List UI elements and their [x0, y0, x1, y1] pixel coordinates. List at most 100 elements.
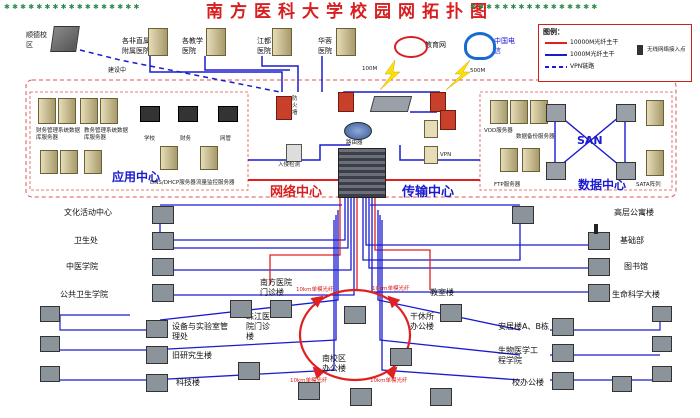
core-switch-icon	[338, 148, 386, 198]
building-label: 基础部	[620, 236, 644, 245]
switch-icon	[552, 318, 574, 336]
server-icon	[424, 146, 438, 164]
app-bottom-label: DNS/DHCP服务器	[150, 180, 196, 186]
switch-icon	[40, 366, 60, 382]
server-icon	[206, 28, 226, 56]
legend-item-1g: 1000M光纤主干	[545, 49, 614, 58]
db-server-icon	[100, 98, 118, 124]
data-right-label: FTP服务器	[494, 182, 521, 188]
ring-label: 10km单模光纤	[370, 378, 408, 384]
building-label: 生物医学工程学院	[498, 346, 538, 365]
switch-icon	[350, 388, 372, 406]
switch-icon	[230, 300, 252, 318]
switch-icon	[612, 376, 632, 392]
app-center-frame	[29, 91, 249, 191]
switch-icon	[652, 336, 672, 352]
app-mid-label: 学校	[144, 136, 156, 142]
switch-icon	[238, 362, 260, 380]
tel-bandwidth: 500M	[470, 68, 486, 74]
switch-icon	[146, 374, 168, 392]
star-border: ✱ ✱ ✱ ✱ ✱ ✱ ✱ ✱ ✱ ✱ ✱ ✱ ✱ ✱ ✱ ✱ ✱ ✱ ✱ ✱ …	[4, 3, 597, 11]
server-icon	[500, 148, 518, 172]
building-label: 图书馆	[624, 262, 648, 271]
switch-icon	[152, 206, 174, 224]
building-label: 干休所办公楼	[410, 312, 434, 331]
server-icon	[510, 100, 528, 124]
server-icon	[200, 146, 218, 170]
page-title: 南方医科大学校园网拓扑图	[206, 2, 494, 22]
switch-icon	[652, 306, 672, 322]
switch-icon	[152, 258, 174, 276]
server-icon	[272, 28, 292, 56]
svg-text:✱ ✱ ✱ ✱ ✱ ✱ ✱ ✱ ✱ ✱ ✱ ✱ ✱ ✱ ✱: ✱ ✱ ✱ ✱ ✱ ✱ ✱ ✱ ✱ ✱ ✱ ✱ ✱ ✱ ✱ ✱ ✱	[4, 3, 139, 11]
wireless-ap-icon	[637, 45, 643, 55]
edu-bandwidth: 100M	[362, 66, 378, 72]
fiber-ring	[298, 288, 412, 382]
server-icon	[336, 28, 356, 56]
switch-icon	[344, 306, 366, 324]
firewall-icon	[276, 96, 292, 120]
switch-icon	[552, 344, 574, 362]
switch-icon	[588, 284, 610, 302]
app-center-label: 应用中心	[112, 170, 161, 184]
switch-icon	[270, 300, 292, 318]
china-telecom-logo-icon	[464, 32, 496, 60]
legend-title: 图例：	[543, 28, 564, 36]
switch-icon	[588, 258, 610, 276]
switch-icon	[146, 346, 168, 364]
data-top-label: VOD服务器	[484, 128, 513, 134]
vpn-label: VPN	[440, 152, 452, 158]
app-mid-label: 财务	[180, 136, 192, 142]
ring-label: 10km单模光纤	[290, 378, 328, 384]
router-label: 路由器	[346, 140, 363, 146]
building-label: 高层公寓楼	[614, 208, 654, 217]
switch-icon	[512, 206, 534, 224]
ring-label: 10km单模光纤	[372, 286, 410, 292]
lightning-edu	[379, 59, 401, 91]
building-label: 设备与实验室管理处	[172, 322, 228, 341]
san-switch-icon	[546, 104, 566, 122]
vpn-link	[79, 49, 281, 93]
vpn-building-label: 建设中	[108, 67, 127, 74]
legend-wireless: 无线网络接入点	[647, 47, 686, 53]
building-label: 教室楼	[430, 288, 454, 297]
server-icon	[160, 146, 178, 170]
switch-icon	[588, 232, 610, 250]
db-server-icon	[38, 98, 56, 124]
pc-icon	[140, 106, 160, 122]
building-label: 科技楼	[176, 378, 200, 387]
data-center-frame	[479, 91, 673, 191]
switch-icon	[369, 96, 413, 112]
wireless-ap-icon	[594, 224, 598, 234]
pc-icon	[178, 106, 198, 122]
legend-box: 图例： 10000M光纤主干 1000M光纤主干 VPN链路 无线网络接入点	[538, 24, 692, 82]
transfer-center-label: 传输中心	[402, 185, 455, 200]
san-switch-icon	[546, 162, 566, 180]
data-top-label: 数据备份服务器	[516, 134, 555, 140]
san-switch-icon	[616, 162, 636, 180]
building-label: 中医学院	[66, 262, 98, 271]
db-server-icon	[58, 98, 76, 124]
firewall-icon	[440, 110, 456, 130]
building-label: 旧研究生楼	[172, 351, 212, 360]
firewall-icon	[430, 92, 446, 112]
data-center-label: 数据中心	[578, 178, 627, 192]
app-bottom-label: 流量监控服务器	[196, 180, 235, 186]
svg-text:✱ ✱ ✱ ✱ ✱ ✱ ✱ ✱ ✱ ✱ ✱ ✱ ✱ ✱ ✱: ✱ ✱ ✱ ✱ ✱ ✱ ✱ ✱ ✱ ✱ ✱ ✱ ✱ ✱ ✱ ✱	[470, 3, 597, 11]
db-server-icon	[80, 98, 98, 124]
legend-item-10g: 10000M光纤主干	[545, 37, 618, 46]
building-label: 公共卫生学院	[60, 290, 108, 299]
switch-icon	[552, 372, 574, 390]
server-icon	[522, 148, 540, 172]
shunde-server-icon	[50, 26, 80, 52]
site-shunde: 顺德校区	[26, 31, 47, 49]
legend-item-vpn: VPN链路	[545, 61, 594, 70]
building-label: 校办公楼	[512, 378, 544, 387]
app-db-label: 教务管理系统数据库服务器	[84, 128, 129, 141]
building-label: 卫生处	[74, 236, 98, 245]
building-label: 文化活动中心	[64, 208, 112, 217]
server-icon	[424, 120, 438, 138]
san-switch-icon	[616, 104, 636, 122]
data-right-label: SATA阵列	[636, 182, 661, 188]
switch-icon	[298, 382, 320, 400]
